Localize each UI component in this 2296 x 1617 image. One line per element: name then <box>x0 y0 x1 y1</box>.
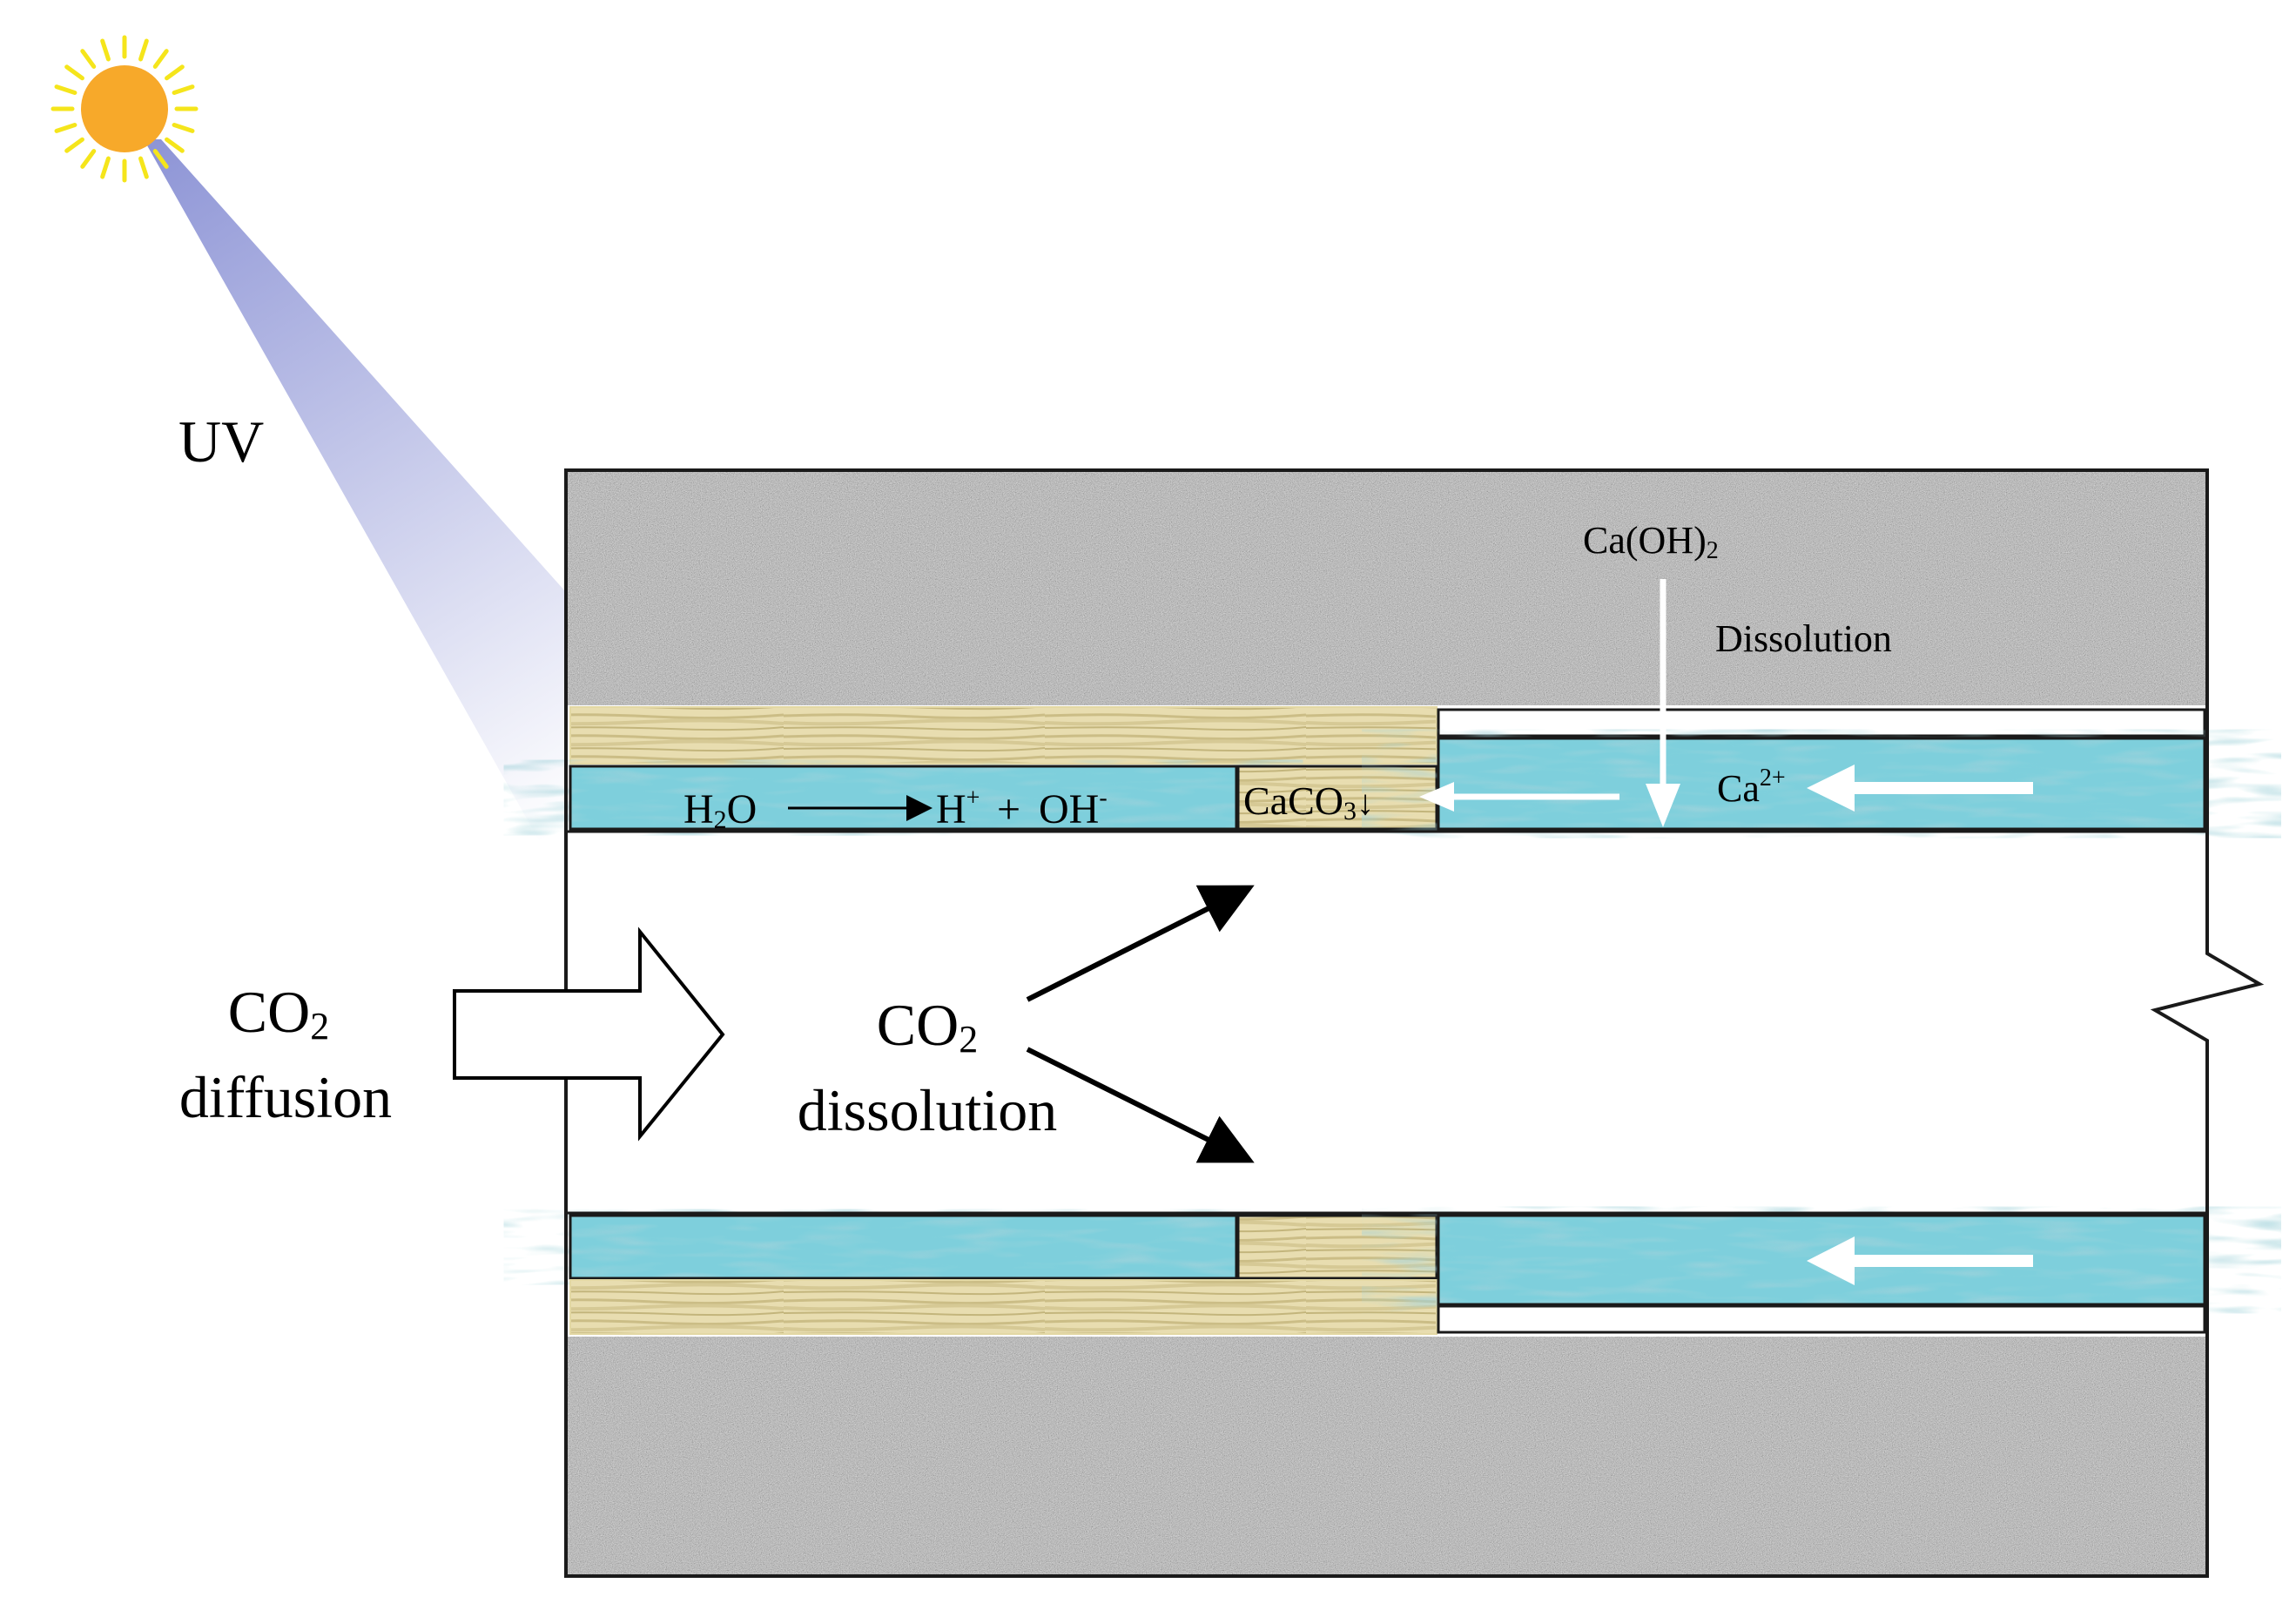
specimen-outline <box>564 468 2265 1578</box>
oh-ion-label: OH- <box>1039 785 1108 832</box>
sun-ray <box>100 38 111 62</box>
sun-icon <box>50 35 199 183</box>
uv-label: UV <box>178 408 264 475</box>
ca-ion-arrow-top <box>1807 765 2033 812</box>
dissolution-arrow-up <box>1026 885 1255 1002</box>
co2-diffusion-label: CO2 diffusion <box>179 979 392 1130</box>
sun-ray <box>100 156 111 179</box>
sun-ray <box>172 123 195 133</box>
sun-ray <box>165 137 185 153</box>
ca-to-caco3-arrow <box>1419 782 1619 812</box>
sun-ray <box>138 156 149 179</box>
pore-channel <box>566 832 2205 1213</box>
water-film-bottom-left <box>569 1214 1238 1280</box>
plus-sign: + <box>997 786 1020 832</box>
caco3-deposit-top <box>1236 765 1438 831</box>
caoh2-label: Ca(OH)2 <box>1583 519 1719 564</box>
svg-text:CO2: CO2 <box>877 992 978 1061</box>
dissolution-arrow-down <box>1026 1047 1255 1163</box>
gap-top <box>1437 708 2206 738</box>
gap-bottom <box>1437 1304 2206 1334</box>
sun-ray <box>165 64 185 81</box>
uv-beam <box>144 139 566 888</box>
precipitate-layer-top <box>569 706 1438 765</box>
caoh2-dissolution-arrow <box>1646 579 1680 827</box>
sun-ray <box>64 137 84 153</box>
ca-ion-label: Ca2+ <box>1717 765 1786 810</box>
concrete-top <box>566 470 2207 705</box>
co2-dissolution-label: CO2 dissolution <box>798 992 1058 1143</box>
svg-text:CO2: CO2 <box>228 979 329 1048</box>
caco3-deposit-bottom <box>1236 1214 1438 1280</box>
sun-ray <box>152 49 169 69</box>
concrete-bottom <box>566 1337 2207 1576</box>
caco3-label: CaCO3↓ <box>1243 778 1374 825</box>
sun-ray <box>80 49 97 69</box>
dissolution-label: Dissolution <box>1715 617 1892 660</box>
sun-ray <box>80 149 97 169</box>
h2o-label: H2O <box>683 786 757 834</box>
sun-ray <box>152 149 169 169</box>
ca-ion-arrow-bottom <box>1807 1236 2033 1285</box>
sun-ray <box>172 84 195 95</box>
svg-text:dissolution: dissolution <box>798 1077 1058 1143</box>
sun-ray <box>64 64 84 81</box>
sun-ray <box>54 84 77 95</box>
sun-ray <box>54 123 77 133</box>
h-ion-label: H+ <box>936 785 980 832</box>
water-film-top-left <box>569 765 1238 831</box>
svg-text:diffusion: diffusion <box>179 1064 392 1130</box>
co2-diffusion-arrow <box>453 926 725 1142</box>
sun-ray <box>138 38 149 62</box>
precipitate-layer-bottom <box>569 1279 1438 1335</box>
